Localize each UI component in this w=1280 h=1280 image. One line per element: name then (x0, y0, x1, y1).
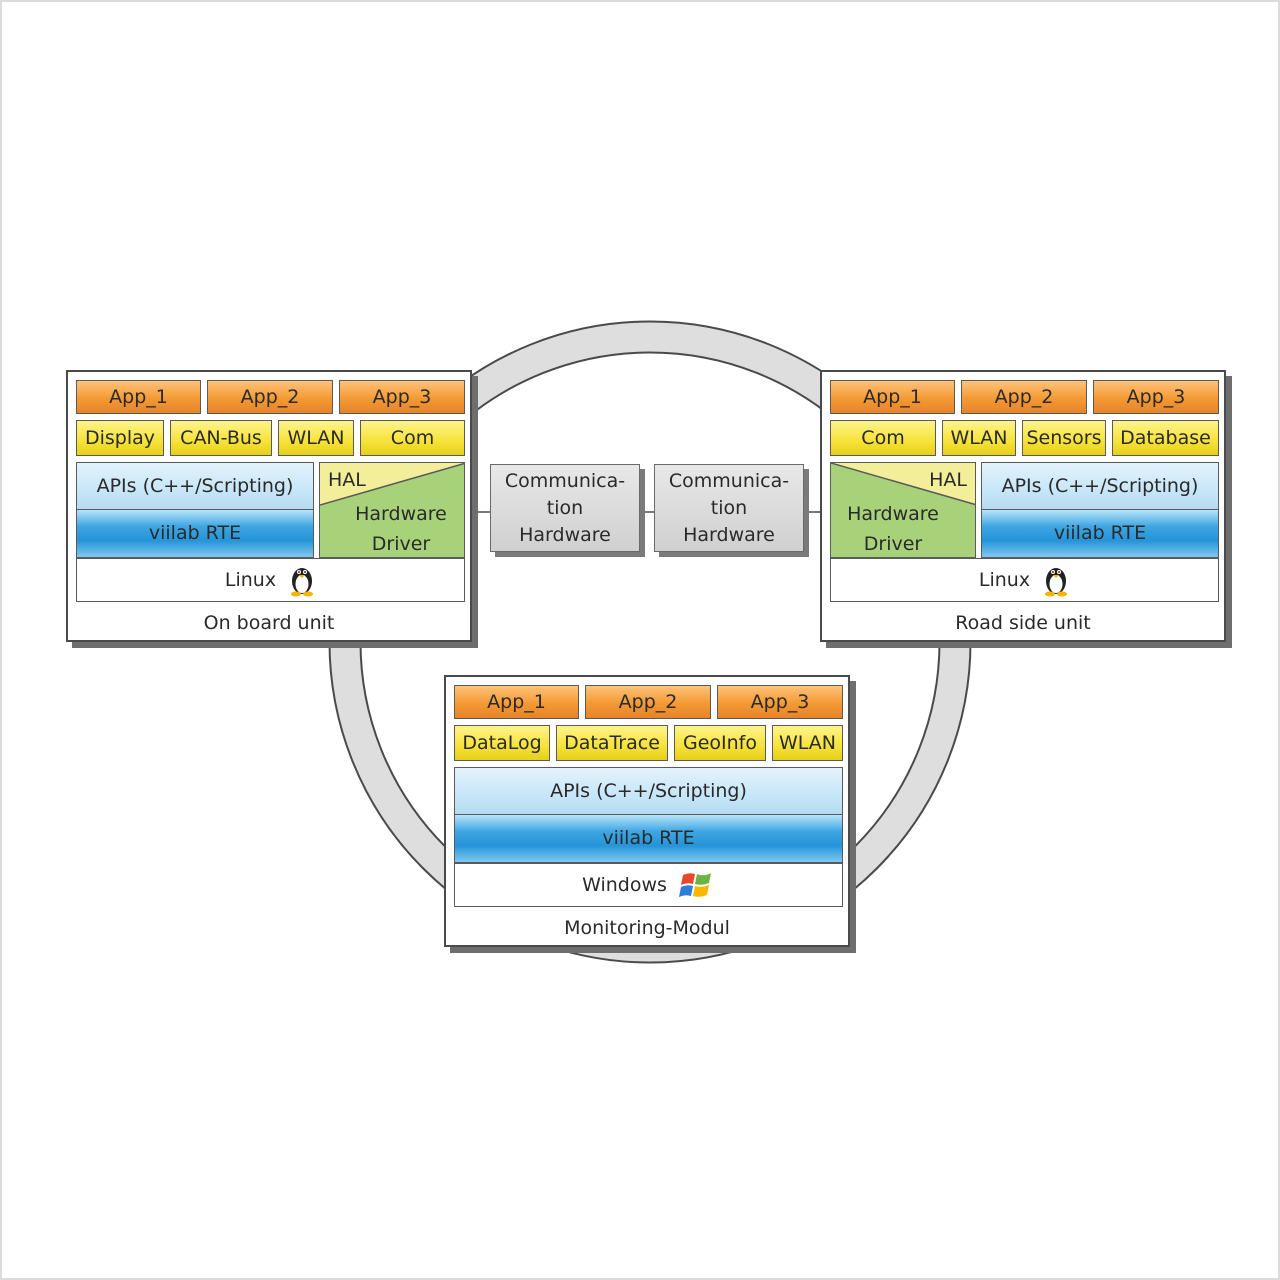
roadside-hal-driver-block: HAL Hardware Driver (830, 462, 976, 558)
onboard-module-can-bus[interactable]: CAN-Bus (170, 420, 272, 456)
roadside-hal-label: HAL (929, 469, 967, 491)
monitoring-module-datatrace[interactable]: DataTrace (556, 725, 668, 761)
monitoring-module-datalog[interactable]: DataLog (454, 725, 550, 761)
monitoring-unit-label: Monitoring-Modul (564, 917, 730, 939)
roadside-module-database[interactable]: Database (1112, 420, 1219, 456)
onboard-rte-layer: viilab RTE (76, 509, 314, 558)
monitoring-rte-layer: viilab RTE (454, 814, 843, 863)
onboard-os-label: Linux (224, 568, 277, 591)
monitoring-module-geoinfo[interactable]: GeoInfo (674, 725, 766, 761)
roadside-os-layer: Linux (830, 558, 1219, 602)
communication-hardware-left: Communica- tion Hardware (490, 464, 640, 552)
onboard-app-1[interactable]: App_1 (76, 380, 201, 414)
roadside-unit-label: Road side unit (955, 612, 1091, 634)
monitoring-api-layer: APIs (C++/Scripting) (454, 767, 843, 815)
roadside-app-1[interactable]: App_1 (830, 380, 955, 414)
onboard-module-com[interactable]: Com (360, 420, 465, 456)
onboard-os-layer: Linux (76, 558, 465, 602)
onboard-app-3[interactable]: App_3 (339, 380, 465, 414)
monitoring-module-wlan[interactable]: WLAN (772, 725, 843, 761)
roadside-app-2[interactable]: App_2 (961, 380, 1087, 414)
tux-penguin-icon (291, 568, 314, 597)
onboard-hardware-driver-label: Hardware Driver (355, 503, 447, 555)
roadside-module-com[interactable]: Com (830, 420, 936, 456)
road-side-unit: App_1 App_2 App_3 Com WLAN Sensors Datab… (820, 370, 1226, 642)
monitoring-app-2[interactable]: App_2 (585, 685, 711, 719)
monitoring-os-layer: Windows (454, 863, 843, 907)
onboard-hal-label: HAL (328, 469, 366, 491)
roadside-os-label: Linux (978, 568, 1031, 591)
monitoring-module: App_1 App_2 App_3 DataLog DataTrace GeoI… (444, 675, 850, 947)
roadside-app-3[interactable]: App_3 (1093, 380, 1219, 414)
onboard-app-2[interactable]: App_2 (207, 380, 333, 414)
roadside-module-wlan[interactable]: WLAN (942, 420, 1016, 456)
monitoring-os-label: Windows (582, 873, 667, 896)
on-board-unit: App_1 App_2 App_3 Display CAN-Bus WLAN C… (66, 370, 472, 642)
tux-penguin-icon (1045, 568, 1068, 597)
onboard-module-display[interactable]: Display (76, 420, 164, 456)
roadside-hardware-driver-label: Hardware Driver (847, 503, 939, 555)
monitoring-app-1[interactable]: App_1 (454, 685, 579, 719)
onboard-unit-label: On board unit (203, 612, 335, 634)
onboard-hal-driver-block: HAL Hardware Driver (319, 462, 465, 558)
roadside-module-sensors[interactable]: Sensors (1022, 420, 1106, 456)
roadside-rte-layer: viilab RTE (981, 509, 1219, 558)
onboard-module-wlan[interactable]: WLAN (278, 420, 354, 456)
windows-logo-icon (678, 873, 711, 897)
roadside-api-layer: APIs (C++/Scripting) (981, 462, 1219, 510)
onboard-api-layer: APIs (C++/Scripting) (76, 462, 314, 510)
communication-hardware-right: Communica- tion Hardware (654, 464, 804, 552)
monitoring-app-3[interactable]: App_3 (717, 685, 843, 719)
